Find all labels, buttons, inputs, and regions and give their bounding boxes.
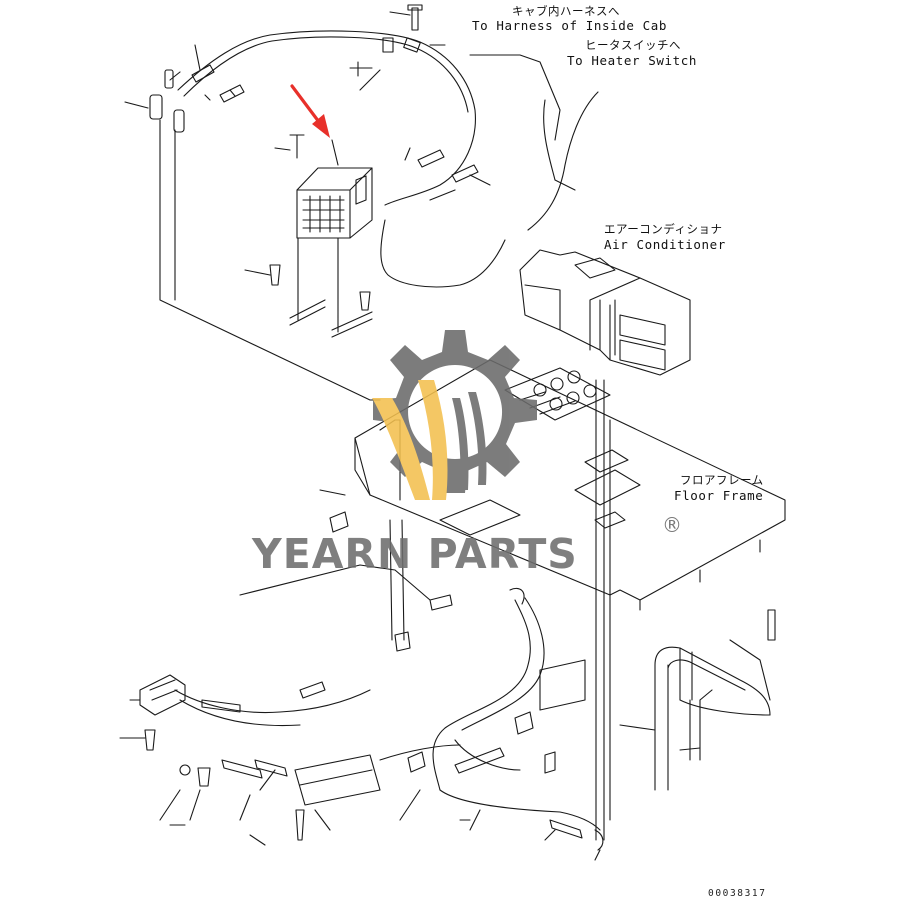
blade-logo-icon — [372, 398, 430, 500]
vertical-cable-5 — [401, 519, 405, 641]
drawing-number: 00038317 — [708, 888, 767, 899]
lower-harness-5 — [174, 689, 371, 714]
connector-floor-left-2 — [394, 631, 411, 652]
bolt-clamp — [295, 809, 305, 841]
bolt-bracket-1 — [269, 264, 281, 286]
heater-pipes — [654, 609, 776, 791]
air-conditioner-unit — [519, 249, 691, 376]
coupler-lower — [221, 759, 263, 779]
lower-harness-1 — [432, 599, 531, 791]
hose-elbow-lower — [594, 829, 604, 851]
connector-lower-mid — [429, 594, 453, 611]
sleeve-lower-2 — [299, 681, 326, 699]
bolt-lower-left-2 — [197, 767, 211, 787]
hose-end-lower — [549, 819, 583, 839]
controller-bracket — [289, 237, 373, 338]
label-aircon-jp: エアーコンディショナ — [604, 222, 723, 236]
connector-mid-low — [407, 751, 426, 773]
label-heater-jp: ヒータスイッチへ — [585, 38, 681, 52]
watermark-brand: YEARN PARTS — [252, 530, 578, 578]
lower-harness-4 — [454, 739, 521, 771]
bolt-controller — [289, 134, 305, 159]
lower-harness-3 — [439, 789, 601, 831]
plug-left-2 — [173, 109, 185, 133]
plug-left-3 — [164, 69, 174, 89]
connector-top-2 — [382, 37, 394, 53]
harness-cable-top — [177, 30, 476, 206]
bolt-mid — [349, 61, 373, 77]
sleeve-left-2 — [219, 84, 245, 103]
left-frame-outline — [159, 119, 381, 401]
sleeve-mid-1 — [417, 149, 445, 168]
bolt-top — [407, 4, 423, 31]
plug-left-1 — [149, 94, 163, 120]
sleeve-mid-2 — [451, 164, 479, 183]
floor-frame — [354, 359, 786, 611]
leader-lines — [119, 11, 713, 861]
vertical-cable-4 — [389, 519, 393, 641]
label-floor-en: Floor Frame — [674, 488, 764, 503]
highlight-arrow — [290, 84, 330, 138]
lower-harness-6 — [179, 699, 301, 727]
controller-lower-cable — [380, 219, 506, 288]
label-heater-en: To Heater Switch — [567, 53, 698, 68]
sleeve-lower-1 — [201, 699, 241, 713]
label-harness-jp: キャブ内ハーネスへ — [512, 4, 620, 18]
hook-lower — [509, 587, 525, 605]
bolt-lower-left — [144, 729, 156, 751]
heater-switch-lead-2 — [543, 99, 556, 181]
connector-right-low-2 — [544, 751, 556, 774]
sleeve-left-1 — [191, 64, 215, 83]
lower-left-bracket — [139, 674, 186, 716]
lower-harness-8 — [379, 744, 461, 761]
label-harness-en: To Harness of Inside Cab — [472, 18, 668, 33]
clamp-block — [294, 754, 381, 806]
connector-right-low — [514, 711, 534, 735]
harness-cable-top-2 — [183, 36, 469, 113]
heater-switch-lead — [527, 91, 599, 231]
lower-harness-7 — [239, 564, 431, 601]
label-aircon-en: Air Conditioner — [604, 237, 726, 252]
controller-box — [296, 167, 373, 239]
connector-floor-left — [329, 511, 349, 533]
plate-lower-right — [539, 659, 586, 711]
watermark-logo — [372, 330, 537, 500]
washer-lower-left — [179, 764, 191, 776]
harness-to-cab-lead — [469, 54, 561, 141]
bolt-bracket-2 — [359, 291, 371, 311]
terminal-strip — [454, 747, 505, 774]
lower-harness-2 — [461, 597, 545, 731]
label-floor-jp: フロアフレーム — [680, 473, 764, 487]
coupler-lower-2 — [254, 759, 288, 777]
connector-top-1 — [403, 37, 421, 53]
registered-mark: ® — [662, 513, 682, 537]
